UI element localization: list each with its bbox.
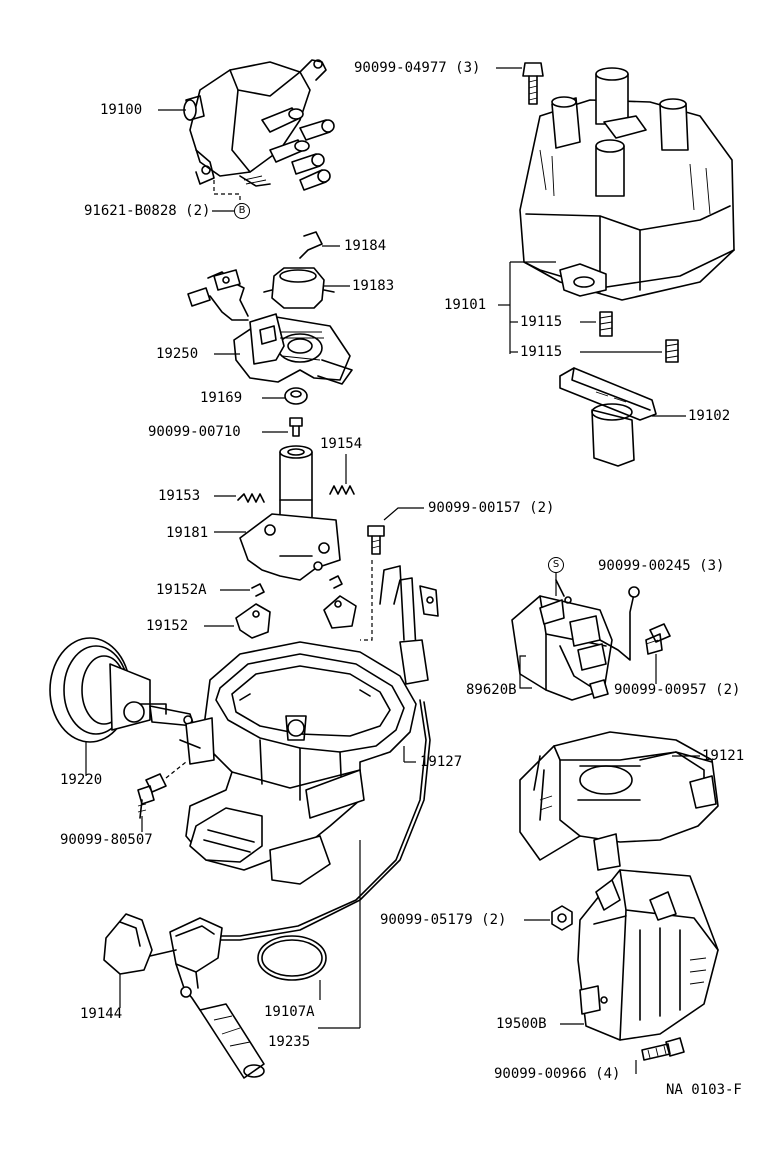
oring-19107A-drawing: [257, 935, 327, 981]
carbon-19115-drawing: [599, 311, 679, 363]
label-19107A: 19107A: [264, 1004, 315, 1020]
clip-19184-drawing: [299, 231, 323, 259]
clip-19152A-b-drawing: [329, 575, 343, 589]
label-90099-05179: 90099-05179 (2): [380, 912, 507, 928]
nut-90099-05179-drawing: [551, 905, 573, 931]
label-90099-00157: 90099-00157 (2): [428, 500, 555, 516]
label-19127: 19127: [420, 754, 463, 770]
label-19144: 19144: [80, 1006, 123, 1022]
label-19101: 19101: [444, 297, 487, 313]
screw-90099-00157-drawing: [367, 525, 385, 555]
label-90099-80507: 90099-80507: [60, 832, 153, 848]
label-90099-00245: 90099-00245 (3): [598, 558, 725, 574]
distributor-cap-drawing: [519, 67, 735, 301]
leader-90099-00157: [383, 507, 424, 521]
label-19153: 19153: [158, 488, 201, 504]
leader-89620B: [519, 655, 532, 689]
spring-19153-drawing: [237, 493, 265, 503]
label-90099-00957: 90099-00957 (2): [614, 682, 741, 698]
mark-s: S: [548, 557, 564, 573]
bolt-90099-80507-drawing: [137, 773, 167, 819]
label-90099-04977: 90099-04977 (3): [354, 60, 481, 76]
label-19181: 19181: [166, 525, 209, 541]
label-89620B: 89620B: [466, 682, 517, 698]
label-90099-00710: 90099-00710: [148, 424, 241, 440]
screw-90099-00710-drawing: [289, 417, 303, 437]
label-91621-B0828: 91621-B0828 (2): [84, 203, 211, 219]
centerline: [360, 560, 373, 641]
sensor-19144-drawing: [103, 913, 265, 1079]
label-19184: 19184: [344, 238, 387, 254]
screw-90099-00957-drawing: [645, 623, 671, 655]
label-19169: 19169: [200, 390, 243, 406]
mark-b: B: [234, 203, 250, 219]
coil-19500B-drawing: [577, 869, 719, 1041]
leader-dash-80507: [165, 761, 187, 779]
washer-19169-drawing: [284, 387, 308, 405]
label-19115-b: 19115: [520, 344, 563, 360]
label-19220: 19220: [60, 772, 103, 788]
housing-19127-drawing: [179, 641, 417, 885]
label-19102: 19102: [688, 408, 731, 424]
weight-19152-b-drawing: [323, 595, 357, 629]
harness-drawing: [209, 565, 439, 941]
label-19152A: 19152A: [156, 582, 207, 598]
label-19100: 19100: [100, 102, 143, 118]
bolt-90099-04977-drawing: [522, 62, 544, 105]
clip-19152A-drawing: [251, 583, 265, 597]
cap-19183-drawing: [263, 267, 335, 309]
label-19183: 19183: [352, 278, 395, 294]
vacuum-advance-19220-drawing: [49, 637, 195, 743]
label-90099-00966: 90099-00966 (4): [494, 1066, 621, 1082]
bolt-90099-00966-drawing: [641, 1037, 685, 1061]
label-19154: 19154: [320, 436, 363, 452]
leader-91621: [213, 180, 241, 205]
cover-19121-drawing: [519, 731, 719, 871]
weight-19152-drawing: [235, 603, 271, 639]
diagram-code: NA 0103-F: [666, 1082, 742, 1098]
shaft-19181-drawing: [239, 445, 341, 581]
rotor-19102-drawing: [559, 367, 657, 467]
spring-19154-drawing: [329, 485, 355, 495]
label-19250: 19250: [156, 346, 199, 362]
label-19235: 19235: [268, 1034, 311, 1050]
label-19500B: 19500B: [496, 1016, 547, 1032]
plate-19250-drawing: [187, 269, 353, 385]
distributor-assembly-drawing: [183, 59, 335, 191]
label-19121: 19121: [702, 748, 745, 764]
label-19152: 19152: [146, 618, 189, 634]
igniter-89620B-drawing: [511, 579, 640, 701]
label-19115-a: 19115: [520, 314, 563, 330]
